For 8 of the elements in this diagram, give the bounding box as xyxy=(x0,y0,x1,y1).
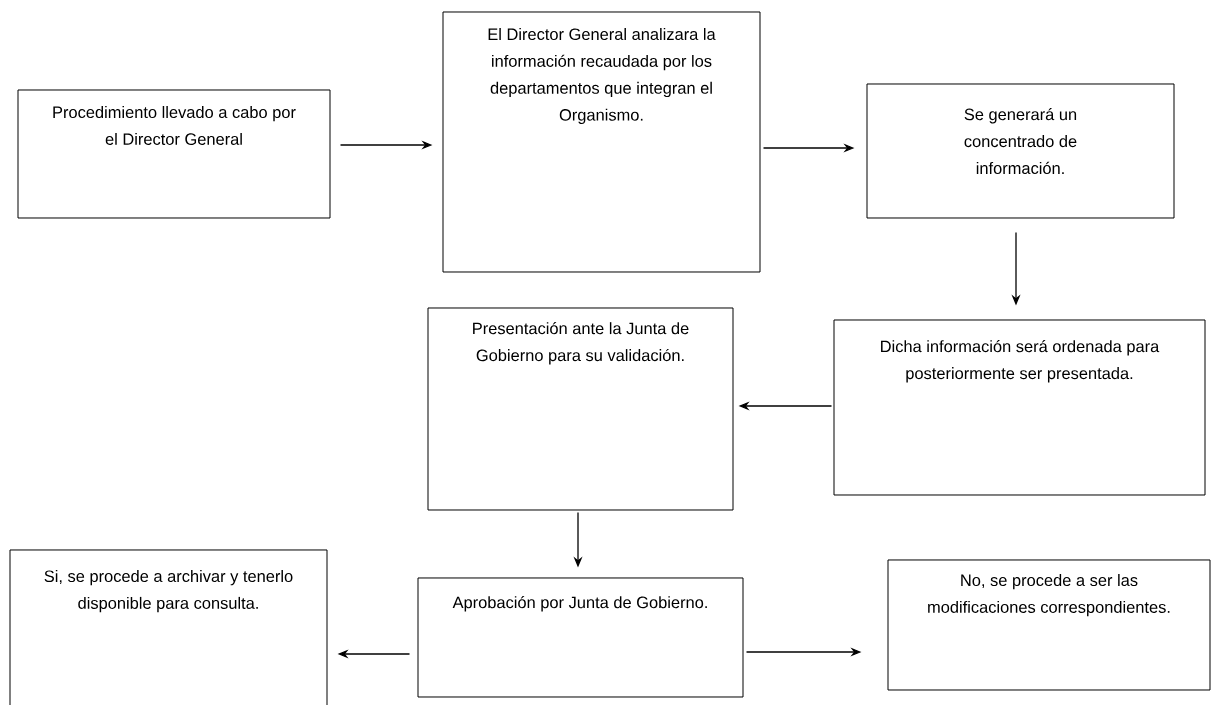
process-box: Procedimiento llevado a cabo por el Director General xyxy=(17,89,331,219)
process-box: Dicha información será ordenada para posteriormente ser presentada. xyxy=(833,319,1206,496)
process-box: Aprobación por Junta de Gobierno. xyxy=(417,577,744,698)
process-box: El Director General analizara la información recaudada por los departamentos que integran el Organismo. xyxy=(442,11,761,273)
process-box: No, se procede a ser las modificaciones correspondientes. xyxy=(887,559,1211,691)
process-box: Si, se procede a archivar y tenerlo disponible para consulta. xyxy=(9,549,328,705)
process-box: Se generará un concentrado de información. xyxy=(866,83,1175,219)
process-box: Presentación ante la Junta de Gobierno para su validación. xyxy=(427,307,734,511)
